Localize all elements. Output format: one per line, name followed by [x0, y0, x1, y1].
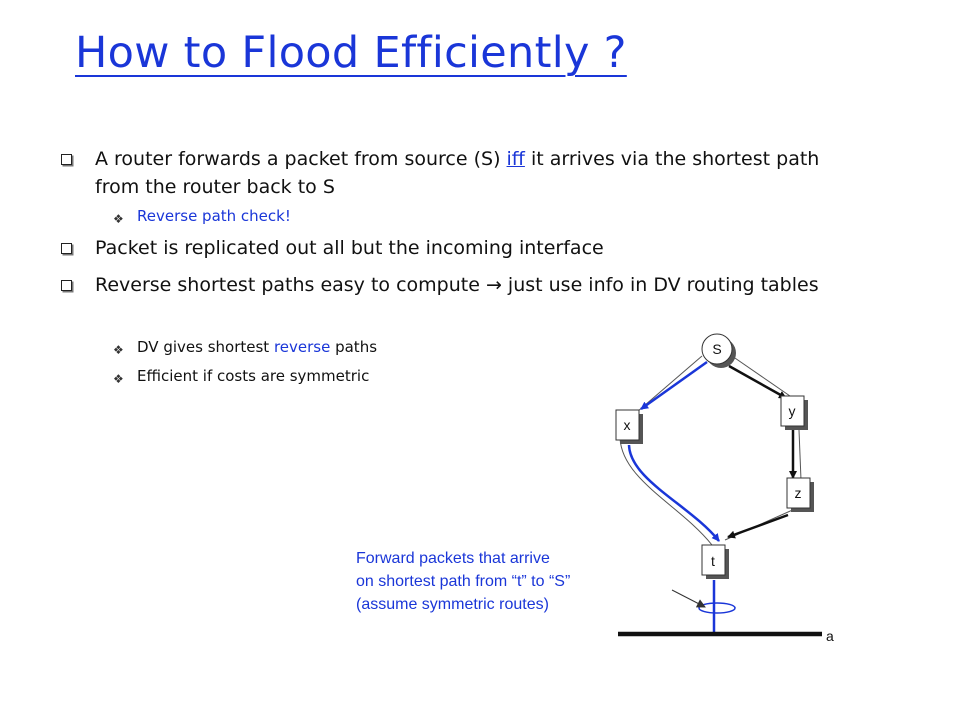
node-x: x — [615, 409, 643, 444]
node-y: y — [780, 395, 808, 430]
node-S: S — [701, 333, 736, 368]
sub-bullet-dv-reverse: ❖ DV gives shortest reverse paths — [113, 337, 378, 357]
annotation-line: on shortest path from “t” to “S” — [356, 573, 571, 590]
forward-S-y — [728, 364, 787, 400]
forward-S-x — [640, 360, 708, 411]
slide-title: How to Flood Efficiently ? — [75, 28, 627, 78]
bullet-text: A router forwards a packet from source (… — [95, 148, 507, 170]
svg-text:S: S — [712, 341, 721, 357]
link-x-t — [619, 437, 713, 546]
reverse-highlight: reverse — [273, 338, 331, 356]
bullet-dv-tables: Reverse shortest paths easy to compute →… — [61, 271, 895, 299]
square-bullet-icon — [61, 280, 72, 291]
svg-text:x: x — [624, 417, 631, 433]
forward-z-t — [727, 513, 789, 539]
diamond-bullet-icon: ❖ — [113, 372, 124, 386]
annotation-text: Forward packets that arrive on shortest … — [356, 547, 570, 616]
square-bullet-icon — [61, 243, 72, 254]
sub-bullet-text: Efficient if costs are symmetric — [137, 367, 370, 385]
node-t: t — [701, 544, 729, 579]
lan-label: a — [826, 628, 834, 644]
annotation-line: Forward packets that arrive — [356, 550, 550, 567]
link-S-y — [731, 355, 791, 397]
link-y-z — [798, 429, 802, 481]
bullet-text: it arrives via the shortest path from th… — [95, 148, 820, 198]
interface-ellipse — [698, 602, 736, 614]
forward-x-t — [627, 444, 720, 542]
svg-text:z: z — [795, 485, 802, 501]
diamond-bullet-icon: ❖ — [113, 212, 124, 226]
bullet-text: just use info in DV routing tables — [501, 274, 819, 296]
sub-bullet-text: paths — [330, 338, 378, 356]
iff-link[interactable]: iff — [506, 148, 525, 170]
sub-bullet-text: Reverse path check! — [137, 207, 291, 225]
annotation-pointer — [671, 589, 706, 608]
square-bullet-icon — [61, 154, 72, 165]
sub-bullet-symmetric: ❖ Efficient if costs are symmetric — [113, 366, 370, 386]
node-z: z — [786, 477, 814, 512]
sub-bullet-reverse-check: ❖ Reverse path check! — [113, 206, 291, 226]
arrow-right-icon: → — [485, 274, 502, 296]
svg-text:t: t — [711, 553, 715, 569]
diamond-bullet-icon: ❖ — [113, 343, 124, 357]
bullet-text: Reverse shortest paths easy to compute — [95, 274, 486, 296]
bullet-reverse-path: A router forwards a packet from source (… — [61, 145, 855, 201]
svg-text:y: y — [789, 403, 796, 419]
bullet-text: Packet is replicated out all but the inc… — [95, 237, 604, 259]
annotation-line: (assume symmetric routes) — [356, 596, 549, 613]
bullet-replicated: Packet is replicated out all but the inc… — [61, 234, 895, 262]
sub-bullet-text: DV gives shortest — [137, 338, 274, 356]
